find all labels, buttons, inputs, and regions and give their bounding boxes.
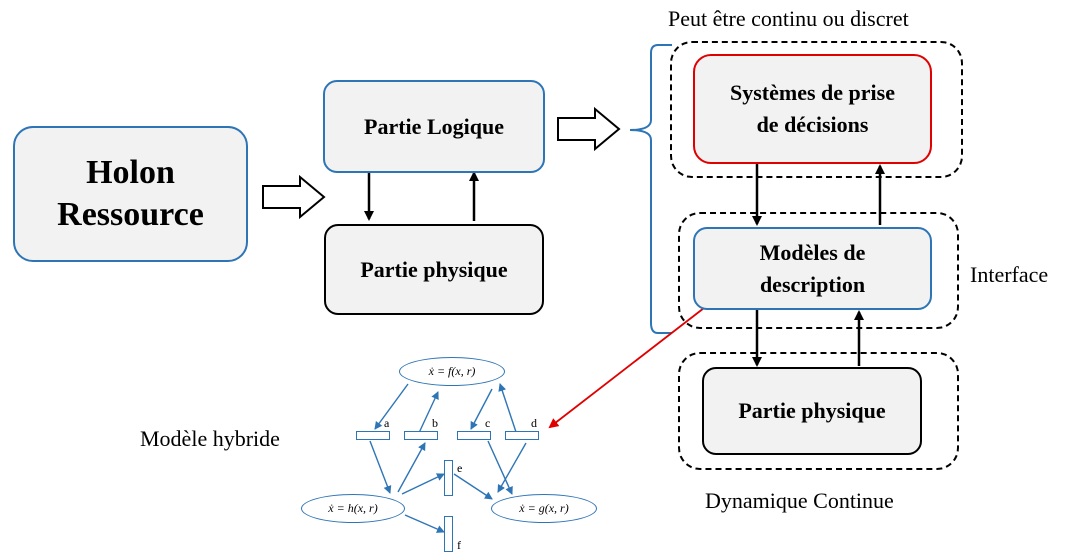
partie-physique-right-label: Partie physique — [738, 398, 886, 423]
transition-label-d: d — [531, 416, 537, 430]
hyb-arrow-7 — [487, 440, 513, 495]
hyb-arrow-3 — [470, 388, 493, 430]
hyb-arrow-5 — [369, 440, 392, 494]
partie-physique-right-box: Partie physique — [702, 367, 922, 455]
transition-bar-a — [356, 431, 390, 440]
hyb-arrow-4 — [498, 383, 517, 433]
hyb-arrow-6 — [397, 442, 426, 493]
transition-label-c: c — [485, 416, 491, 430]
physique-dashed-container — [678, 352, 959, 470]
partie-physique-left-box: Partie physique — [324, 224, 544, 315]
label-modele-hybride: Modèle hybride — [140, 426, 280, 451]
holon-label-1: Holon — [86, 154, 175, 191]
transition-bar-c — [457, 431, 491, 440]
interface-dashed-container — [678, 212, 959, 329]
transition-label-b: b — [432, 416, 438, 430]
hybrid-state-g: ẋ = g(x, r) — [491, 494, 597, 523]
hyb-arrow-8 — [497, 442, 527, 493]
modeles-label-1: Modèles de — [759, 239, 866, 265]
label-continu-discret: Peut être continu ou discret — [668, 6, 909, 31]
transition-label-a: a — [384, 416, 390, 430]
partie-logique-label: Partie Logique — [364, 113, 504, 139]
hybrid-state-h: ẋ = h(x, r) — [301, 494, 405, 523]
transition-label-e: e — [457, 461, 463, 475]
holon-ressource-box: Holon Ressource — [13, 126, 248, 262]
transition-bar-e — [444, 460, 453, 496]
transition-bar-d — [505, 431, 539, 440]
block-arrow-1 — [262, 174, 326, 220]
decision-label-2: de décisions — [756, 112, 869, 137]
hyb-arrow-11 — [404, 514, 445, 533]
brace — [629, 44, 672, 334]
hyb-arrow-10 — [453, 473, 493, 500]
transition-bar-f — [444, 516, 453, 552]
hybrid-state-f: ẋ = f(x, r) — [399, 357, 505, 386]
transition-label-f: f — [457, 538, 461, 552]
block-arrow-2 — [557, 106, 621, 152]
transition-bar-b — [404, 431, 438, 440]
decision-dashed-container — [670, 41, 963, 178]
decision-label-1: Systèmes de prise — [730, 80, 895, 105]
decision-systems-box: Systèmes de prise de décisions — [693, 54, 932, 164]
hyb-arrow-9 — [401, 473, 445, 495]
label-interface: Interface — [970, 262, 1049, 287]
hyb-arrow-2 — [417, 391, 439, 436]
modeles-description-box: Modèles de description — [693, 227, 932, 310]
holon-label-2: Ressource — [57, 196, 204, 233]
arrow-modeles-to-hybrid — [548, 307, 705, 429]
label-dynamique-continue: Dynamique Continue — [705, 488, 894, 513]
partie-logique-box: Partie Logique — [323, 80, 545, 173]
modeles-label-2: description — [759, 271, 866, 297]
partie-physique-left-label: Partie physique — [360, 256, 508, 282]
hyb-arrow-1 — [374, 383, 409, 430]
